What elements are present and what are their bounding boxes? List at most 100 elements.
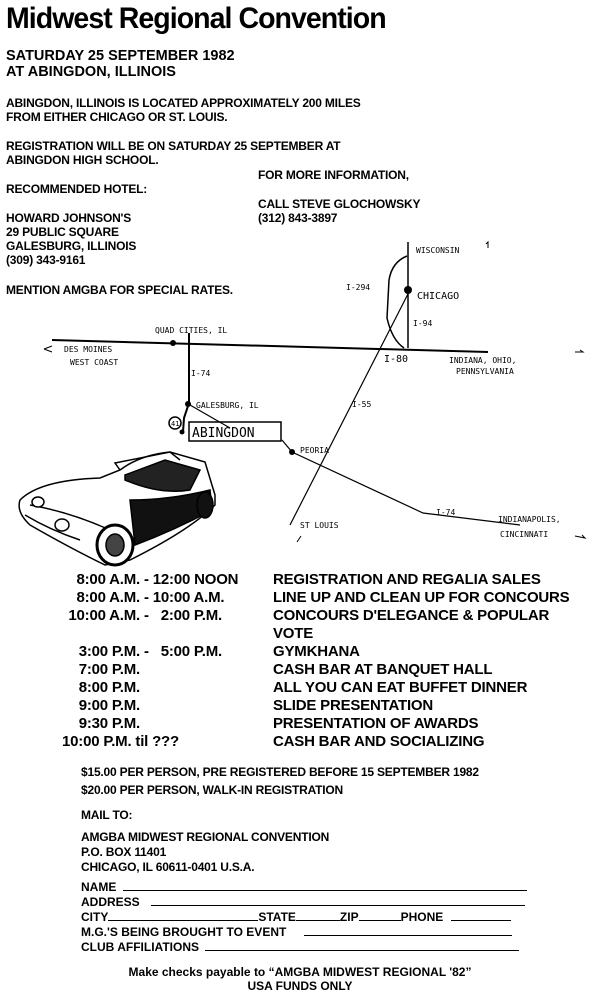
directions-map: WISCONSIN CHICAGO I-294 I-94 I-80 QUAD C… xyxy=(18,240,587,567)
schedule-event: CONCOURS D'ELEGANCE & POPULAR xyxy=(273,607,550,624)
event-date: SATURDAY 25 SEPTEMBER 1982 xyxy=(6,48,235,64)
schedule-event: REGISTRATION AND REGALIA SALES xyxy=(273,571,541,588)
map-label-i74-north: I-74 xyxy=(191,369,210,378)
schedule-end: - 2:00 P.M. xyxy=(144,607,222,624)
hotel-note: MENTION AMGBA FOR SPECIAL RATES. xyxy=(6,283,233,297)
city-label: CITY xyxy=(81,910,109,924)
mail-heading: MAIL TO: xyxy=(81,808,133,822)
schedule-event: ALL YOU CAN EAT BUFFET DINNER xyxy=(273,679,528,696)
schedule-start: 10:00 P.M. til ??? xyxy=(62,733,179,750)
clubs-field[interactable] xyxy=(205,939,520,951)
schedule-event: PRESENTATION OF AWARDS xyxy=(273,715,479,732)
schedule-row: 10:00 P.M. til ??? CASH BAR AND SOCIALIZI… xyxy=(0,733,600,751)
schedule-event: VOTE xyxy=(273,625,314,642)
form-row-clubs: CLUB AFFILIATIONS xyxy=(81,939,520,954)
mg-car-illustration xyxy=(18,451,216,567)
map-label-quad-cities: QUAD CITIES, IL xyxy=(155,326,227,335)
map-label-st-louis: ST LOUIS xyxy=(300,521,339,530)
galesburg-dot xyxy=(185,401,191,407)
schedule-start: 8:00 A.M. xyxy=(76,571,141,588)
mail-address-line: P.O. BOX 11401 xyxy=(81,845,167,859)
schedule-row: 8:00 A.M.- 10:00 A.M. LINE UP AND CLEAN U… xyxy=(0,589,600,607)
map-label-i55: I-55 xyxy=(352,400,371,409)
schedule-row: VOTE xyxy=(0,625,600,643)
zip-label: ZIP xyxy=(339,910,359,924)
schedule-start: 8:00 A.M. xyxy=(76,589,141,606)
page-title: Midwest Regional Convention xyxy=(6,2,387,35)
map-label-indianapolis: INDIANAPOLIS, xyxy=(498,515,561,524)
intro-line: ABINGDON, ILLINOIS IS LOCATED APPROXIMAT… xyxy=(6,96,361,110)
peoria-dot xyxy=(289,449,295,455)
event-location: AT ABINGDON, ILLINOIS xyxy=(6,64,176,80)
map-label-indiana: INDIANA, OHIO, xyxy=(449,356,516,365)
clubs-label: CLUB AFFILIATIONS xyxy=(81,940,199,954)
i294-road xyxy=(386,255,408,349)
zip-field[interactable] xyxy=(358,909,401,921)
schedule-end: - 10:00 A.M. xyxy=(144,589,225,606)
schedule-end: - 5:00 P.M. xyxy=(144,643,222,660)
abingdon-box xyxy=(188,421,282,442)
map-label-abingdon: ABINGDON xyxy=(192,426,255,441)
schedule-row: 8:00 A.M.- 12:00 NOON REGISTRATION AND RE… xyxy=(0,571,600,589)
schedule-start: 9:30 P.M. xyxy=(78,715,140,732)
hotel-name: HOWARD JOHNSON'S xyxy=(6,211,131,225)
schedule-row: 7:00 P.M. CASH BAR AT BANQUET HALL xyxy=(0,661,600,679)
hotel-heading: RECOMMENDED HOTEL: xyxy=(6,182,148,196)
map-label-i74-east: I-74 xyxy=(436,508,455,517)
hotel-city: GALESBURG, ILLINOIS xyxy=(6,239,137,253)
info-contact: CALL STEVE GLOCHOWSKY xyxy=(258,197,421,211)
map-label-peoria: PEORIA xyxy=(300,446,329,455)
map-label-i94: I-94 xyxy=(413,319,432,328)
i74-north-road xyxy=(182,333,190,433)
city-field[interactable] xyxy=(108,909,259,921)
map-label-wisconsin: WISCONSIN xyxy=(416,246,460,255)
info-phone: (312) 843-3897 xyxy=(258,211,338,225)
schedule-start: 7:00 P.M. xyxy=(78,661,140,678)
payment-instructions: Make checks payable to “AMGBA MIDWEST RE… xyxy=(128,965,472,979)
chicago-dot xyxy=(404,286,412,294)
map-label-west-coast: WEST COAST xyxy=(70,358,118,367)
hotel-street: 29 PUBLIC SQUARE xyxy=(6,225,119,239)
abingdon-dot xyxy=(179,429,185,435)
schedule-event: SLIDE PRESENTATION xyxy=(273,697,434,714)
map-label-des-moines: DES MOINES xyxy=(64,345,112,354)
name-field[interactable] xyxy=(122,879,527,891)
schedule-row: 8:00 P.M.ALL YOU CAN EAT BUFFET DINNER xyxy=(0,679,600,697)
schedule-end: - 12:00 NOON xyxy=(144,571,239,588)
route-41-shield xyxy=(168,416,182,430)
schedule-start: 10:00 A.M. xyxy=(68,607,140,624)
state-label: STATE xyxy=(258,910,296,924)
map-label-route-41: 41 xyxy=(171,420,179,428)
schedule-event: LINE UP AND CLEAN UP FOR CONCOURS xyxy=(273,589,570,606)
schedule-row: 3:00 P.M.- 5:00 P.M. GYMKHANA xyxy=(0,643,600,661)
schedule-row: 10:00 A.M.- 2:00 P.M. CONCOURS D'ELEGANCE… xyxy=(0,607,600,625)
mgs-field[interactable] xyxy=(303,924,512,936)
i74-east-road xyxy=(189,404,521,526)
schedule-row: 9:30 P.M. PRESENTATION OF AWARDS xyxy=(0,715,600,733)
map-label-chicago: CHICAGO xyxy=(417,291,459,302)
mail-address-line: CHICAGO, IL 60611-0401 U.S.A. xyxy=(81,860,255,874)
i80-road xyxy=(51,339,489,353)
map-label-i80: I-80 xyxy=(384,354,408,365)
quad-cities-dot xyxy=(170,340,176,346)
map-label-galesburg: GALESBURG, IL xyxy=(196,401,259,410)
schedule-start: 9:00 P.M. xyxy=(78,697,140,714)
schedule-event: GYMKHANA xyxy=(273,643,360,660)
event-schedule: 8:00 A.M.- 12:00 NOON REGISTRATION AND RE… xyxy=(0,571,600,751)
schedule-event: CASH BAR AND SOCIALIZING xyxy=(273,733,485,750)
registration-line: REGISTRATION WILL BE ON SATURDAY 25 SEPT… xyxy=(6,139,341,153)
form-row-address: ADDRESS xyxy=(81,894,526,909)
address-field[interactable] xyxy=(151,894,526,906)
schedule-row: 9:00 P.M. SLIDE PRESENTATION xyxy=(0,697,600,715)
schedule-event: CASH BAR AT BANQUET HALL xyxy=(273,661,493,678)
mail-address-line: AMGBA MIDWEST REGIONAL CONVENTION xyxy=(81,830,330,844)
state-field[interactable] xyxy=(295,909,340,921)
address-label: ADDRESS xyxy=(81,895,140,909)
form-row-name: NAME xyxy=(81,879,527,894)
phone-field[interactable] xyxy=(450,909,511,921)
registration-line: ABINGDON HIGH SCHOOL. xyxy=(6,153,159,167)
map-label-i294: I-294 xyxy=(346,283,370,292)
i55-road xyxy=(289,289,411,526)
schedule-start: 3:00 P.M. xyxy=(78,643,140,660)
